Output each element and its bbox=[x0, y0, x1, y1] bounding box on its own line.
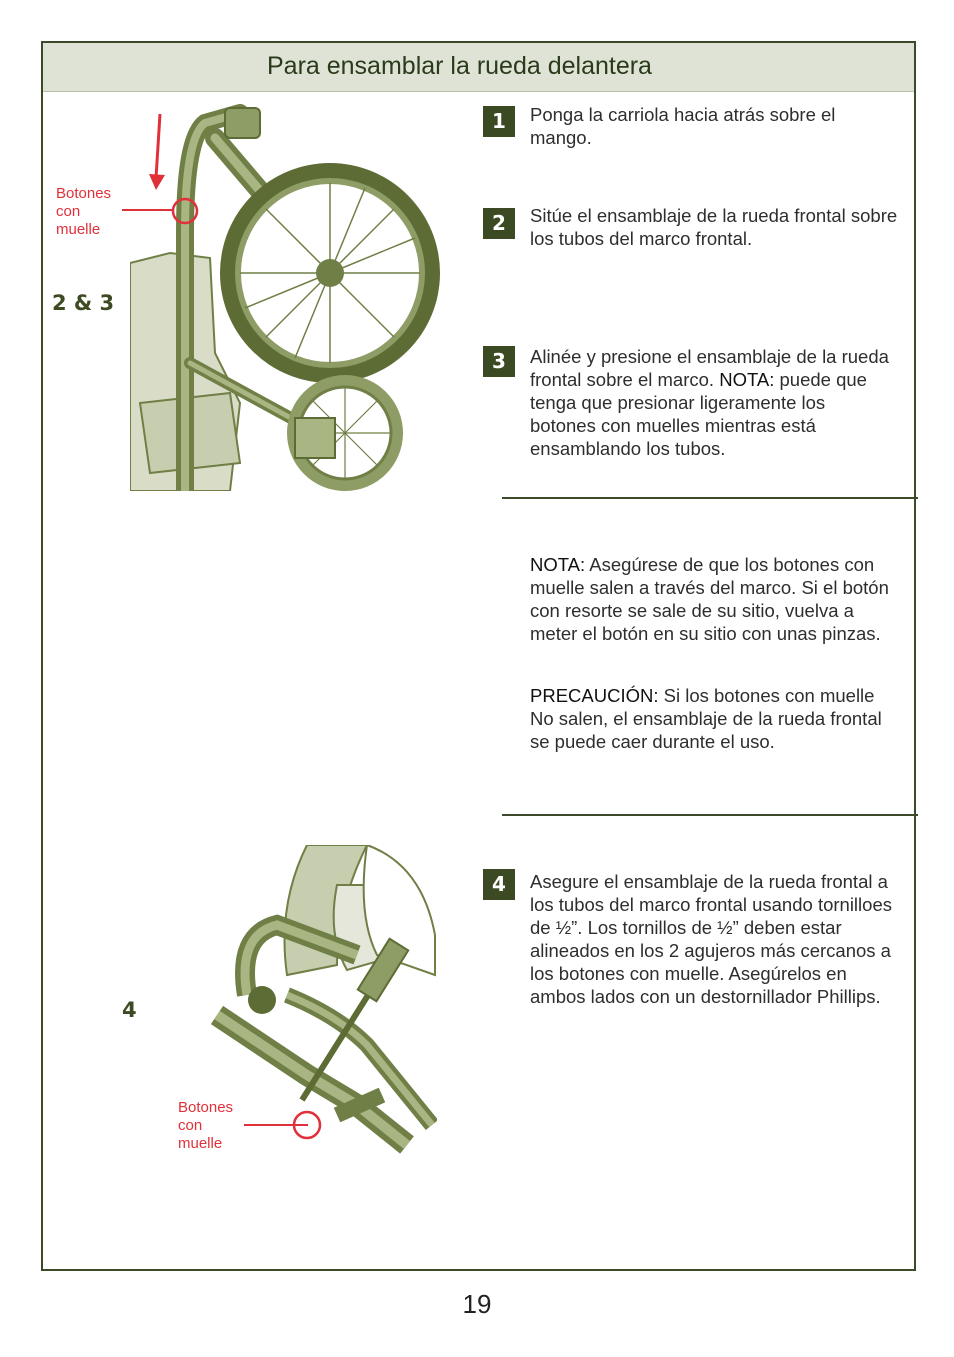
section-title: Para ensamblar la rueda delantera bbox=[267, 52, 652, 80]
step-2-badge: 2 bbox=[483, 208, 515, 239]
page-number: 19 bbox=[462, 1289, 492, 1319]
section-header: Para ensamblar la rueda delantera bbox=[43, 43, 914, 92]
step-2-text: Sitúe el ensamblaje de la rueda frontal … bbox=[530, 205, 898, 249]
callout-leader-top bbox=[122, 209, 174, 211]
figure-label-4: 4 bbox=[122, 998, 137, 1022]
note-block: NOTA: Asegúrese de que los botones con m… bbox=[530, 554, 889, 644]
step-3-note-label: NOTA: bbox=[719, 369, 775, 390]
divider-2 bbox=[502, 814, 918, 816]
note-label: NOTA: bbox=[530, 554, 586, 575]
step-1-text: Ponga la carriola hacia atrás sobre el m… bbox=[530, 104, 836, 148]
screwdriver-illustration bbox=[207, 845, 437, 1181]
step-4-text: Asegure el ensamblaje de la rueda fronta… bbox=[530, 871, 892, 1007]
callout-springbuttons-bottom: Botones con muelle bbox=[178, 1099, 234, 1152]
step-1-badge: 1 bbox=[483, 106, 515, 137]
step-3-text: Alinée y presione el ensamblaje de la ru… bbox=[530, 346, 889, 459]
stroller-wheel-illustration bbox=[130, 103, 460, 491]
figure-label-2-3: 2 & 3 bbox=[52, 291, 115, 315]
step-3-badge: 3 bbox=[483, 346, 515, 377]
caution-block: PRECAUCIÓN: Si los botones con muelle No… bbox=[530, 685, 882, 752]
divider-1 bbox=[502, 497, 918, 499]
callout-leader-bottom bbox=[244, 1124, 308, 1126]
down-arrow-icon bbox=[149, 113, 165, 190]
page-frame: Para ensamblar la rueda delantera 1 Pong… bbox=[41, 41, 918, 1271]
step-4-badge: 4 bbox=[483, 869, 515, 900]
caution-label: PRECAUCIÓN: bbox=[530, 685, 659, 706]
callout-springbuttons-top: Botones con muelle bbox=[56, 185, 112, 238]
